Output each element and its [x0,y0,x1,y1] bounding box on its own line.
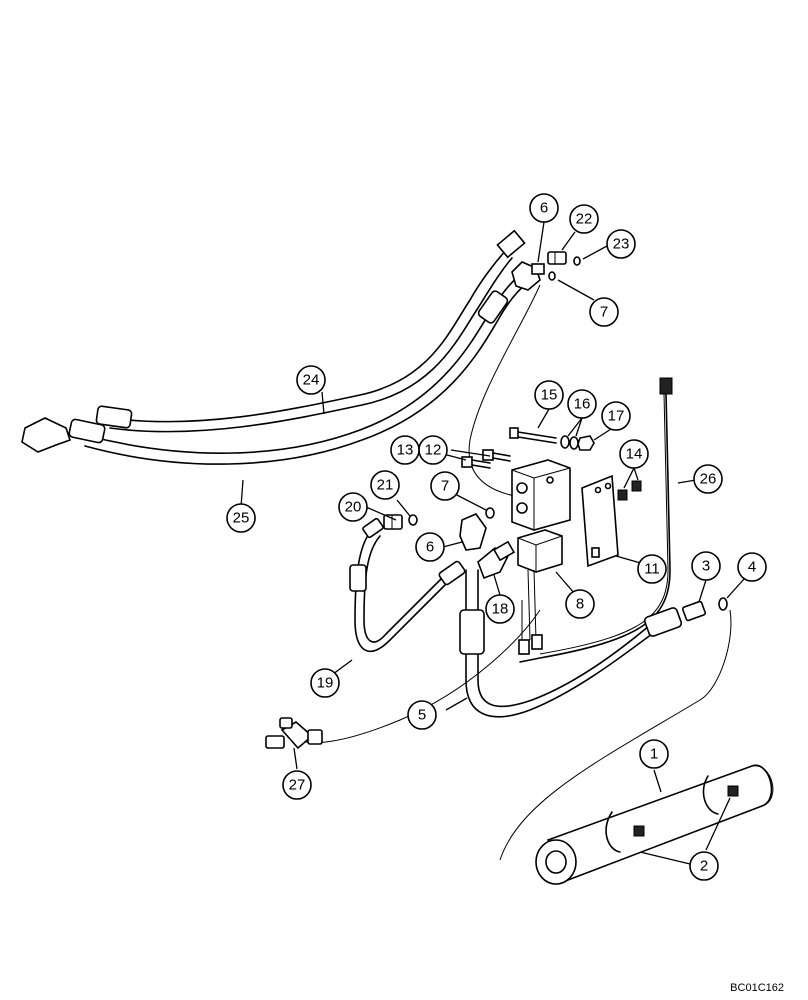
svg-text:18: 18 [492,601,509,618]
callout-3: 3 [691,551,721,581]
callout-6-upper: 6 [529,193,559,223]
callout-2: 2 [689,851,719,881]
callout-14: 14 [619,439,649,469]
callout-18: 18 [485,594,515,624]
clamp-2b [702,775,739,815]
mounting-plate-11 [581,474,619,568]
callout-17: 17 [601,401,631,431]
svg-text:16: 16 [574,396,591,413]
callout-11: 11 [637,554,667,584]
callout-1: 1 [639,739,669,769]
clip-14b [631,480,642,492]
svg-text:26: 26 [700,471,717,488]
svg-text:1: 1 [650,746,658,763]
accumulator-1 [499,609,774,885]
o-ring-21 [408,514,418,526]
callout-26: 26 [693,464,723,494]
svg-text:13: 13 [397,442,414,459]
callout-4: 4 [737,552,767,582]
svg-text:12: 12 [425,442,442,459]
svg-text:8: 8 [576,596,584,613]
elbow-fitting-6-upper [511,261,545,291]
fitting-20 [383,514,403,530]
svg-text:6: 6 [426,539,434,556]
callout-27: 27 [282,770,312,800]
callout-12: 12 [418,435,448,465]
bolt-13 [461,456,491,469]
svg-text:24: 24 [303,372,320,389]
clip-14a [617,489,628,501]
svg-text:25: 25 [233,510,250,527]
diagram-code: BC01C162 [730,982,784,994]
hose-19 [349,517,466,653]
callout-7-lower: 7 [430,471,460,501]
tee-fitting-27 [265,717,323,750]
o-ring-7-upper [548,271,556,281]
nut-17 [577,435,595,451]
callout-8: 8 [565,589,595,619]
callout-6-lower: 6 [415,532,445,562]
callout-5: 5 [407,700,437,730]
callout-22: 22 [569,204,599,234]
svg-text:6: 6 [540,200,548,217]
svg-text:17: 17 [608,408,625,425]
hose-25 [21,274,527,465]
hose-24 [95,229,526,433]
svg-text:14: 14 [626,446,643,463]
svg-text:19: 19 [317,675,334,692]
callout-21: 21 [370,470,400,500]
svg-text:4: 4 [748,559,756,576]
elbow-fitting-6-lower [459,513,487,551]
callout-19: 19 [310,668,340,698]
svg-text:7: 7 [600,304,608,321]
svg-text:15: 15 [541,387,558,404]
svg-text:21: 21 [377,477,394,494]
svg-text:20: 20 [345,499,362,516]
callout-24: 24 [296,365,326,395]
clamp-2a [605,811,645,853]
svg-text:23: 23 [613,236,630,253]
hose-5 [459,569,683,718]
callout-13: 13 [390,435,420,465]
o-ring-7-lower [485,507,495,519]
svg-text:2: 2 [700,858,708,875]
svg-text:11: 11 [644,561,660,578]
callout-23: 23 [606,229,636,259]
bolt-15 [509,427,557,444]
washer-16b [569,436,579,450]
callout-25: 25 [226,503,256,533]
o-ring-23 [573,256,581,266]
o-ring-4 [718,597,728,611]
fitting-3 [681,600,707,622]
svg-text:7: 7 [441,478,449,495]
callout-20: 20 [338,492,368,522]
svg-text:3: 3 [702,558,710,575]
svg-text:27: 27 [289,777,306,794]
callout-16: 16 [567,389,597,419]
adapter-22 [547,251,567,265]
callout-7-upper: 7 [589,297,619,327]
valve-block [511,459,571,531]
fitting-18 [477,540,516,580]
svg-text:22: 22 [576,211,593,228]
hose-loop-upper [468,284,541,498]
callout-15: 15 [534,380,564,410]
washer-16a [560,435,570,449]
svg-text:5: 5 [418,707,426,724]
solenoid-8 [517,529,563,655]
